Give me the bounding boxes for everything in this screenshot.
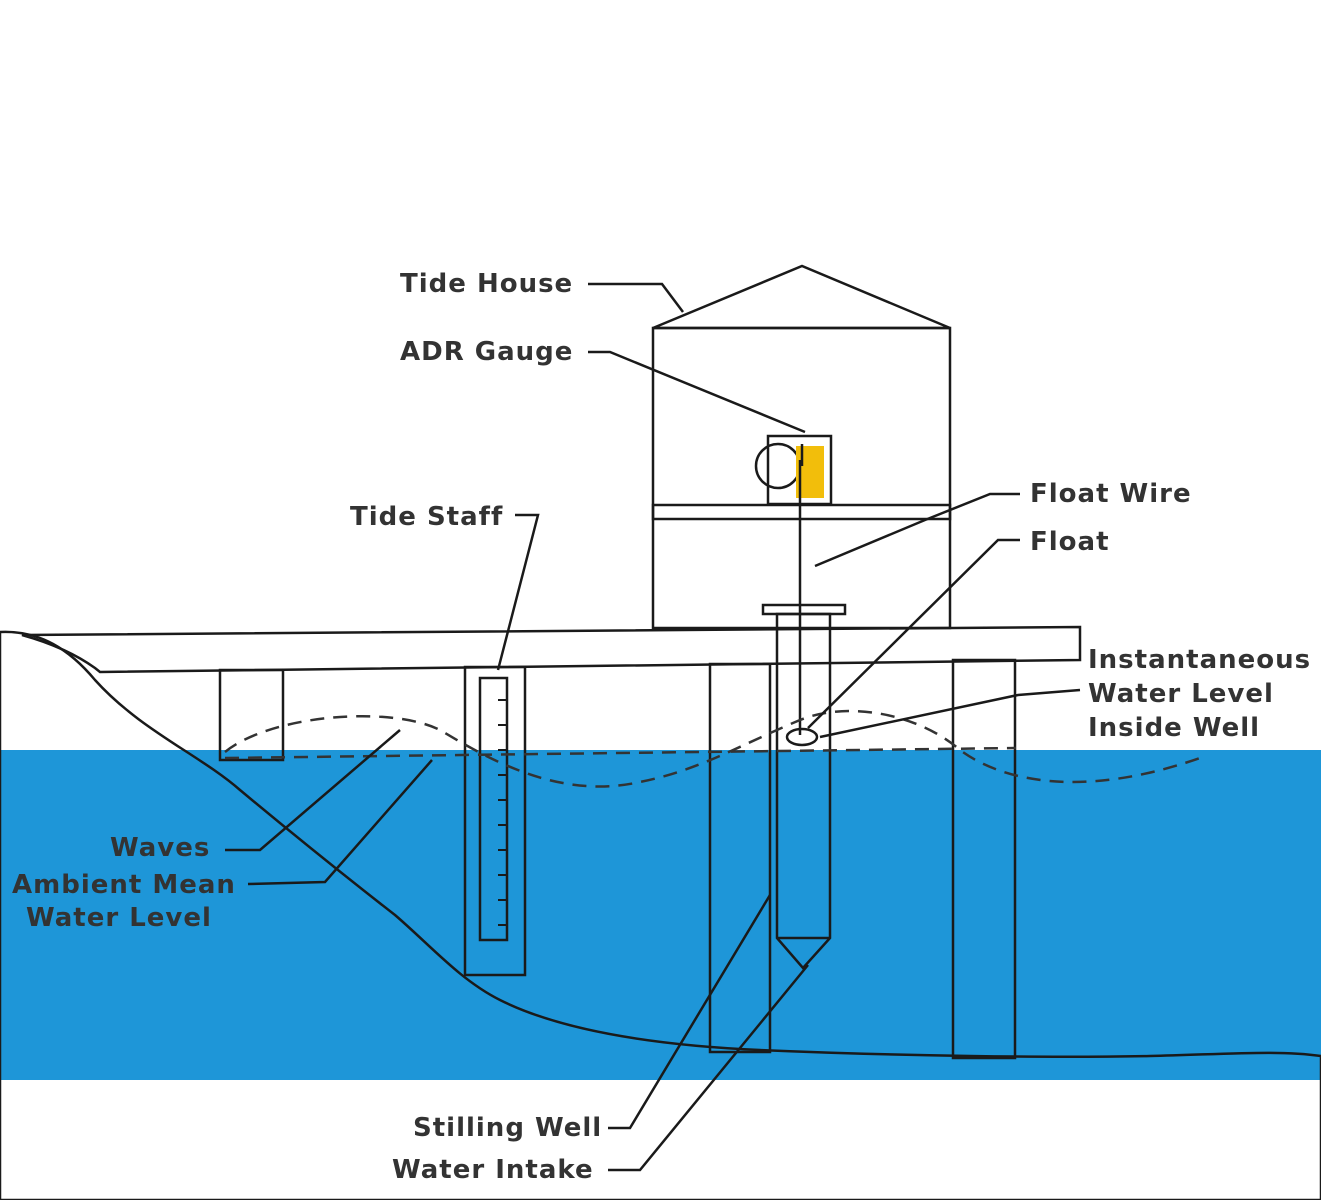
float-label: Float	[1030, 527, 1110, 557]
ambient-mean-label-line1: Ambient Mean	[12, 870, 236, 900]
waves-label: Waves	[110, 833, 210, 863]
adr-gauge-drum	[754, 442, 802, 490]
ground-shore	[0, 630, 1321, 1200]
instantaneous-water-level-label-line2: Water Level	[1088, 679, 1274, 709]
piling	[951, 658, 1017, 1060]
piling	[218, 668, 285, 762]
tide-house-roof	[652, 264, 951, 330]
tide-staff	[478, 676, 509, 942]
water-body	[0, 750, 1321, 1080]
stilling-well-label: Stilling Well	[413, 1113, 602, 1143]
deck-platform	[21, 625, 1082, 674]
instantaneous-water-level-label-line1: Instantaneous	[1088, 645, 1311, 675]
tide-staff-ticks	[498, 699, 507, 926]
piling	[463, 665, 527, 977]
water-intake-label: Water Intake	[392, 1155, 594, 1185]
float	[785, 727, 819, 747]
ambient-mean-label-line2: Water Level	[26, 903, 212, 933]
float-wire-label: Float Wire	[1030, 479, 1192, 509]
tide-house-label: Tide House	[400, 269, 573, 299]
leader-lines	[225, 282, 1081, 1172]
waves-curve	[224, 709, 1201, 788]
stilling-well-cap	[761, 603, 847, 616]
tide-house-shelf	[651, 503, 952, 521]
instantaneous-water-level-label-line3: Inside Well	[1088, 713, 1260, 743]
mean-water-level-line	[224, 746, 1017, 760]
piling	[708, 662, 772, 1054]
adr-gauge-label: ADR Gauge	[400, 337, 573, 367]
tide-staff-label: Tide Staff	[350, 502, 503, 532]
stilling-well	[775, 612, 832, 970]
